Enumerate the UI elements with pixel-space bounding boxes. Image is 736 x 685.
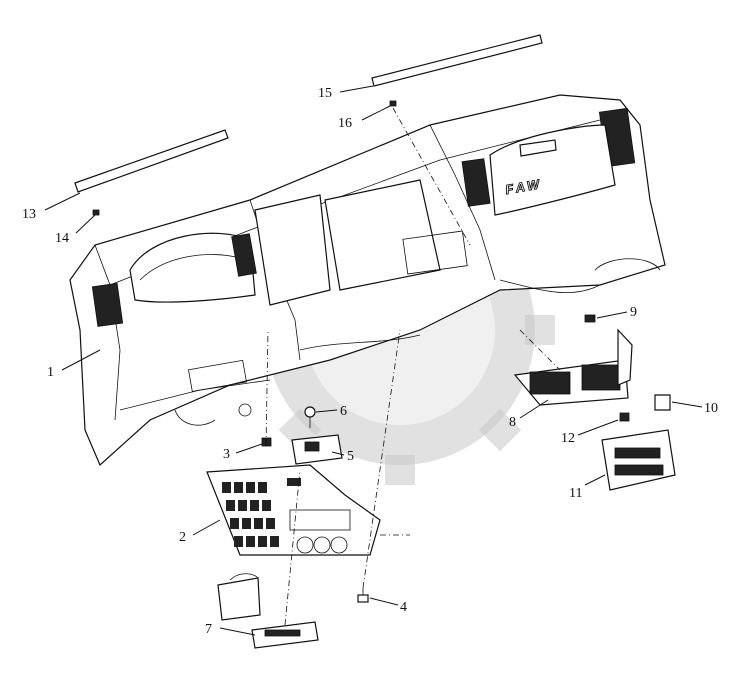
switch-module bbox=[291, 434, 343, 465]
callout-9: 9 bbox=[630, 305, 637, 320]
callout-16: 16 bbox=[338, 116, 352, 131]
callout-8: 8 bbox=[509, 415, 516, 430]
assembly-lines bbox=[265, 107, 561, 626]
leader-lines bbox=[44, 85, 703, 636]
callout-15: 15 bbox=[318, 86, 332, 101]
defroster-strip-right bbox=[371, 34, 543, 87]
callout-12: 12 bbox=[561, 431, 575, 446]
callout-6: 6 bbox=[340, 404, 347, 419]
bezel-11 bbox=[601, 429, 676, 491]
callout-4: 4 bbox=[400, 600, 407, 615]
callout-3: 3 bbox=[223, 447, 230, 462]
callout-7: 7 bbox=[205, 622, 212, 637]
defroster-clip-right bbox=[389, 100, 397, 107]
clip-9 bbox=[584, 314, 596, 323]
brand-logo: FAW bbox=[504, 176, 543, 197]
instrument-panel: FAW bbox=[69, 94, 666, 467]
lower-pocket bbox=[217, 573, 261, 621]
callout-13: 13 bbox=[22, 207, 36, 222]
screw-4 bbox=[357, 588, 369, 603]
defroster-clip-left bbox=[92, 209, 100, 216]
center-vent bbox=[513, 328, 633, 406]
callout-14: 14 bbox=[55, 231, 69, 246]
clip-3 bbox=[261, 437, 272, 447]
defroster-strip-left bbox=[74, 129, 229, 193]
callout-11: 11 bbox=[569, 486, 582, 501]
callout-1: 1 bbox=[47, 365, 54, 380]
bulb-10 bbox=[654, 394, 671, 411]
callout-2: 2 bbox=[179, 530, 186, 545]
screw-6 bbox=[304, 406, 316, 428]
callout-10: 10 bbox=[704, 401, 718, 416]
radio-unit bbox=[251, 621, 319, 649]
callout-5: 5 bbox=[347, 449, 354, 464]
clip-12 bbox=[619, 412, 630, 422]
switch-panel bbox=[206, 464, 381, 556]
callout-labels: 1 2 3 4 5 6 7 8 9 10 11 12 13 14 15 16 bbox=[22, 86, 718, 637]
